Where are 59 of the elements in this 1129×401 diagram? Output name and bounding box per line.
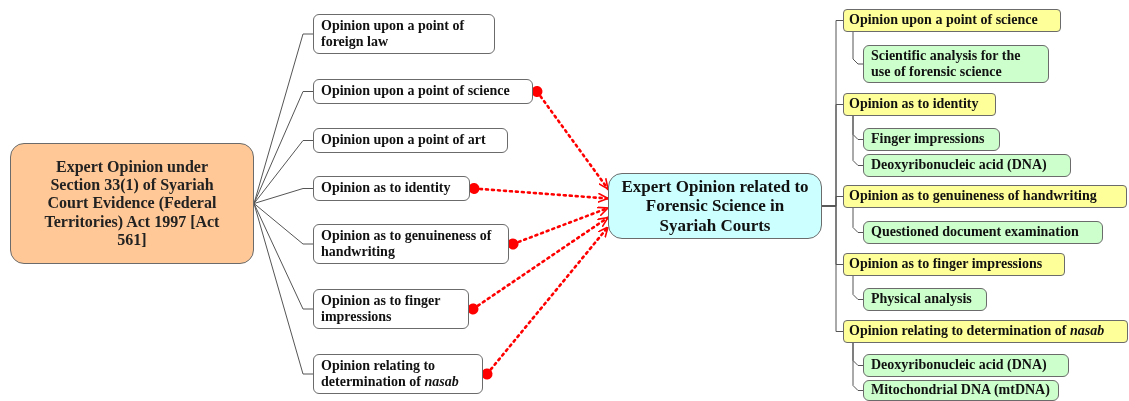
dotted-arrow [507,206,610,250]
central-title: Expert Opinion related to Forensic Science in Syariah Courts [620,176,810,236]
topic-box [843,9,1061,32]
subtopic-box [863,221,1103,244]
opinion-box [313,176,470,201]
subtopic-box [863,154,1071,177]
subtopic-box [863,45,1049,83]
topic-text: Opinion as to finger impressions [849,256,1044,273]
topic-text: Opinion as to genuineness of handwriting [849,188,1098,205]
subtopic-box [863,354,1069,377]
opinion-box [313,79,533,104]
opinion-box [313,128,508,153]
subtopic-text: Physical analysis [871,291,973,308]
connector-line [253,188,314,204]
subtopic-text: Scientific analysis for the use of forensic science [871,47,1022,81]
subtopic-text: Deoxyribonucleic acid (DNA) [871,157,1048,174]
opinion-text: Opinion upon a point of foreign law [321,17,466,51]
root-box [10,143,254,264]
subtopic-box [863,288,987,311]
opinion-box [313,289,469,329]
subtopic-text: Finger impressions [871,131,986,148]
connector-line [253,203,314,375]
subtopic-text: Questioned document examination [871,224,1080,241]
dotted-arrow [481,225,610,380]
topic-box [843,185,1127,208]
opinion-text: Opinion upon a point of art [321,132,487,149]
opinion-box [313,14,495,54]
subtopic-text: Deoxyribonucleic acid (DNA) [871,357,1048,374]
dotted-arrow [531,86,610,191]
central-box [608,173,822,239]
opinion-text: Opinion upon a point of science [321,83,511,100]
dotted-arrow [468,183,610,204]
opinion-box [313,224,509,264]
subtopic-box [863,128,1000,151]
connector-line [852,31,864,65]
topic-box [843,320,1128,343]
opinion-box [313,354,483,394]
connector-line [852,275,864,300]
topic-box [843,93,996,116]
topic-text: Opinion upon a point of science [849,12,1039,29]
connector-line [852,115,864,166]
root-title: Expert Opinion under Section 33(1) of Syariah Court Evidence (Federal Territories) Act 1997 [Act 561] [43,157,221,250]
connector-line [253,203,314,245]
connector-line [253,91,314,204]
connector-line [852,342,864,391]
subtopic-text: Mitochondrial DNA (mtDNA) [871,382,1051,399]
connector-line [253,33,314,204]
connector-line [852,207,864,233]
opinion-text: Opinion as to genuineness of handwriting [321,227,493,261]
opinion-text: Opinion relating to determination of nasab [321,357,460,391]
topic-box [843,253,1065,276]
connector-line [253,140,314,204]
opinion-text: Opinion as to identity [321,180,452,197]
dotted-arrow [467,216,610,315]
opinion-text: Opinion as to finger impressions [321,292,442,326]
connector-line [253,203,314,310]
topic-text: Opinion relating to determination of nasab [849,323,1106,340]
subtopic-box [863,380,1059,401]
topic-text: Opinion as to identity [849,96,980,113]
